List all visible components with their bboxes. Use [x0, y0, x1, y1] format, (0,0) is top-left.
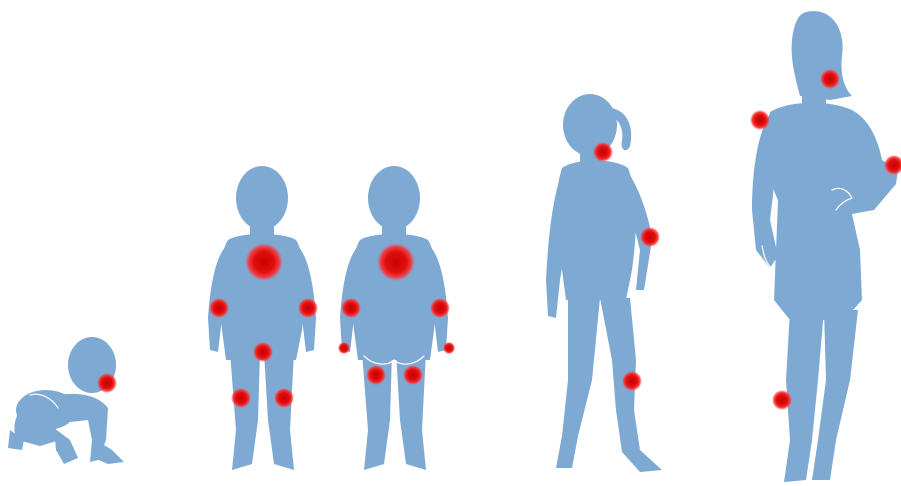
marker-toddler-front-navel [253, 342, 273, 362]
marker-toddler-front-right-knee [274, 388, 294, 408]
marker-toddler-front-chest [245, 243, 283, 281]
marker-toddler-back-upper-back [377, 243, 415, 281]
figure-woman [750, 11, 901, 482]
infant-silhouette [8, 337, 124, 464]
marker-infant-neck [97, 373, 117, 393]
marker-toddler-back-left-knee-back [366, 365, 386, 385]
marker-toddler-front-left-knee [231, 388, 251, 408]
figure-toddler-front [208, 166, 318, 470]
marker-woman-neck [820, 69, 840, 89]
marker-girl-neck [593, 142, 613, 162]
marker-girl-elbow [640, 227, 660, 247]
figure-girl [546, 94, 662, 472]
marker-toddler-front-right-elbow [298, 298, 318, 318]
marker-toddler-back-right-wrist [443, 342, 455, 354]
marker-woman-shoulder [750, 110, 770, 130]
marker-girl-knee [622, 371, 642, 391]
marker-toddler-back-right-knee-back [403, 365, 423, 385]
marker-toddler-back-right-elbow [430, 298, 450, 318]
marker-woman-knee [772, 390, 792, 410]
marker-toddler-back-left-elbow [341, 298, 361, 318]
figure-crawling-infant [8, 337, 124, 464]
marker-toddler-front-left-elbow [209, 298, 229, 318]
toddler-front-silhouette [208, 166, 316, 470]
marker-toddler-back-left-wrist [338, 342, 350, 354]
figure-toddler-back [338, 166, 455, 470]
toddler-back-silhouette [340, 166, 448, 470]
